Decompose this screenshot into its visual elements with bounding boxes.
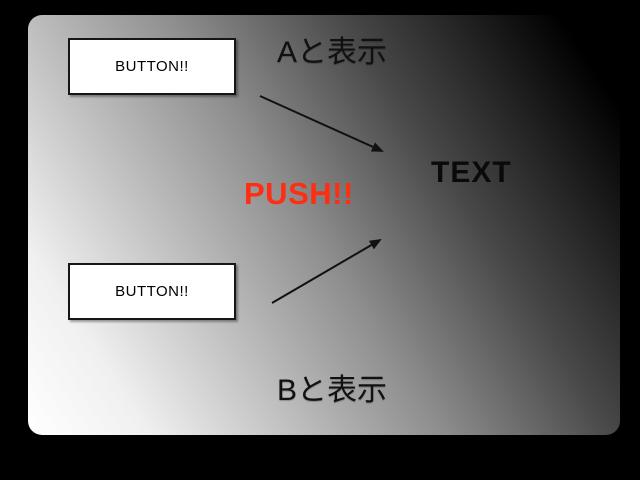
push-label: PUSH!! bbox=[244, 176, 354, 211]
button-b[interactable]: BUTTON!! bbox=[68, 263, 236, 320]
caption-display-b: Bと表示 bbox=[277, 374, 388, 407]
button-a[interactable]: BUTTON!! bbox=[68, 38, 236, 95]
button-a-label: BUTTON!! bbox=[115, 58, 189, 75]
button-b-label: BUTTON!! bbox=[115, 283, 189, 300]
caption-display-a: Aと表示 bbox=[277, 36, 388, 69]
text-display-label: TEXT bbox=[431, 156, 512, 189]
